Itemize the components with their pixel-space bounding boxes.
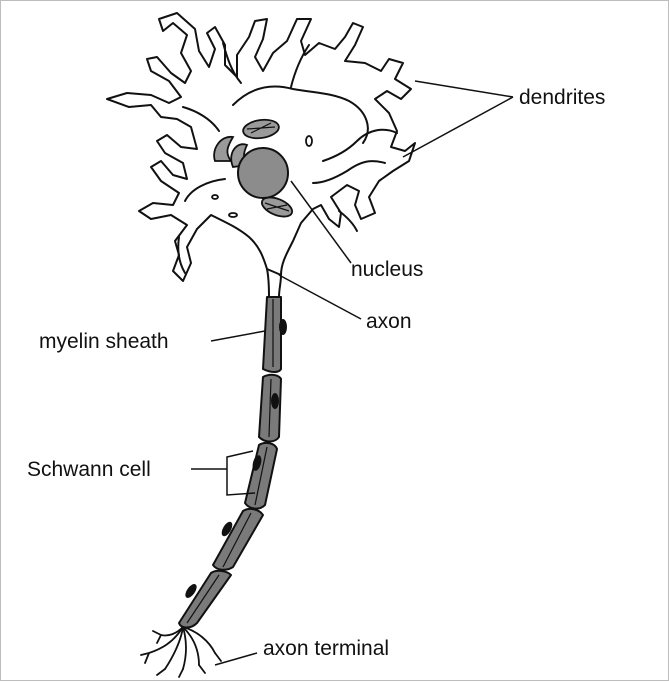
axon-terminal-leader — [215, 653, 257, 665]
label-dendrites: dendrites — [519, 87, 605, 108]
myelin-segment — [263, 297, 281, 372]
label-axon-terminal: axon terminal — [263, 638, 389, 659]
schwann-nucleus — [279, 319, 287, 335]
label-axon: axon — [366, 311, 412, 332]
dendrites — [107, 13, 415, 281]
vesicle — [306, 136, 312, 146]
label-schwann-cell: Schwann cell — [27, 459, 151, 480]
nucleus-shape — [238, 148, 288, 198]
axon-leader — [279, 275, 361, 319]
soma-outline — [107, 13, 415, 281]
schwann-nucleus — [271, 393, 279, 409]
dendrite-branch — [339, 211, 357, 231]
dendrites-leader — [415, 81, 513, 97]
myelin-leader — [211, 331, 265, 341]
myelin-segments — [179, 297, 281, 628]
label-nucleus: nucleus — [351, 259, 423, 280]
myelin-segment — [179, 571, 231, 628]
vesicle — [229, 213, 237, 217]
label-myelin-sheath: myelin sheath — [39, 331, 169, 352]
dendrites-leader — [403, 97, 513, 157]
vesicle — [212, 195, 218, 199]
axon-terminal-branches — [141, 627, 221, 677]
